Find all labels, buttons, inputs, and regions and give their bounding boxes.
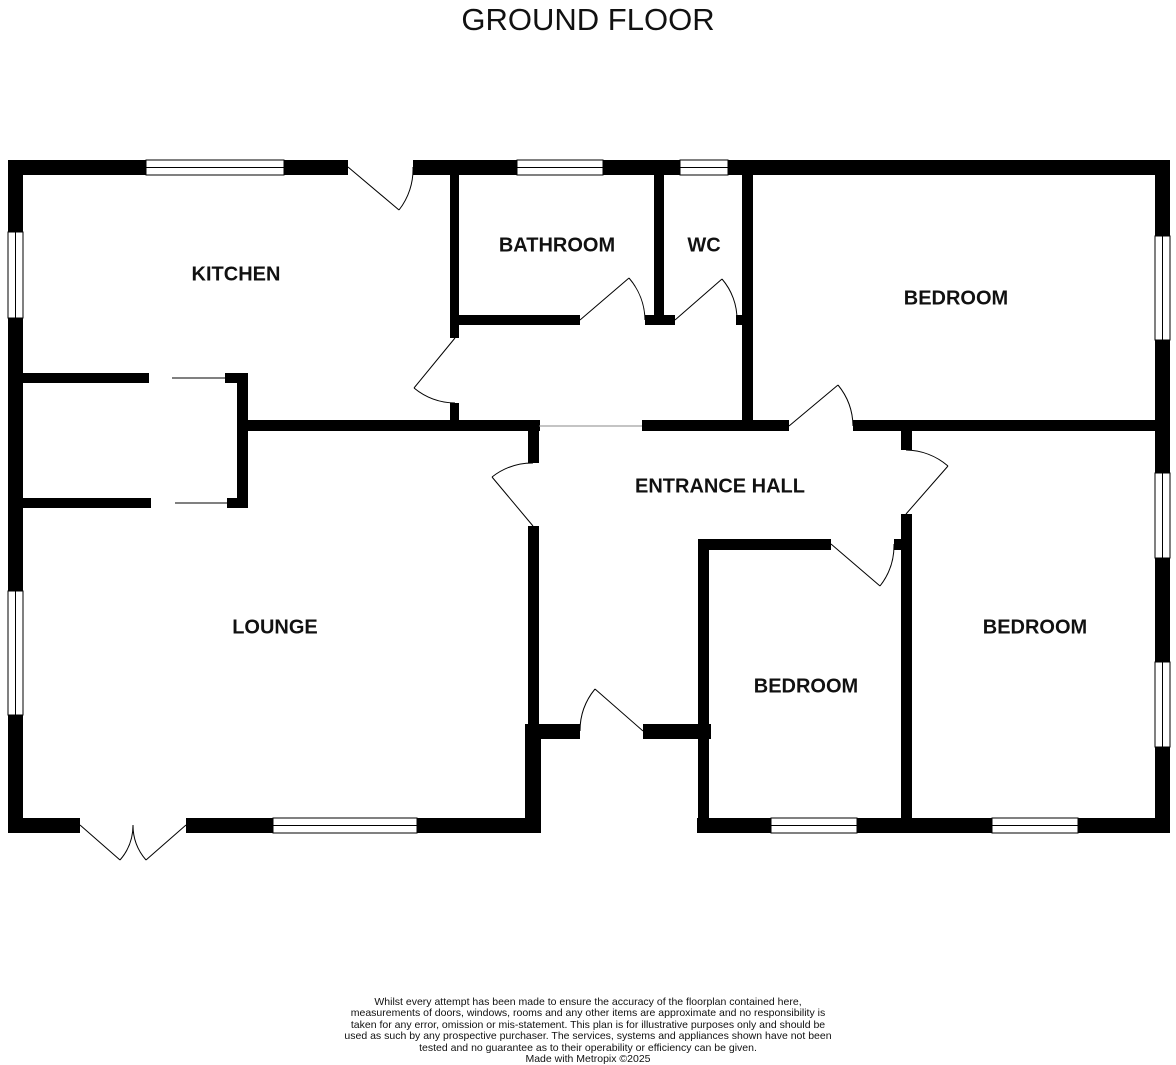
door-kitchen-external (347, 166, 414, 211)
window-glazing (15, 167, 1163, 826)
wall-hall-front-right (643, 724, 711, 739)
room-label-bedroom-2: BEDROOM (754, 675, 858, 697)
windows (7, 159, 1171, 834)
credit-text: Made with Metropix ©2025 (525, 1053, 651, 1065)
door-bathroom (579, 277, 646, 321)
wall-hall-top (642, 420, 789, 431)
room-label-bathroom: BATHROOM (499, 234, 615, 256)
wall-bath-wc (654, 160, 664, 325)
door-bedroom-1 (788, 384, 854, 427)
wall-bed2-bed3 (901, 514, 912, 833)
disclaimer: Whilst every attempt has been made to en… (340, 996, 836, 1065)
wall-wc-stub (736, 315, 753, 325)
door-lounge (491, 462, 534, 527)
wall-wc-bed (742, 160, 753, 430)
walls (8, 160, 1170, 833)
door-lounge-french-right (132, 824, 187, 861)
wall-lounge-hall (528, 526, 539, 833)
room-label-kitchen: KITCHEN (192, 263, 281, 285)
wall-cupboard-right (237, 373, 248, 508)
room-labels: KITCHEN BATHROOM WC BEDROOM ENTRANCE HAL… (192, 234, 1088, 697)
wall-lounge-hall-top (528, 420, 539, 463)
room-label-wc: WC (687, 234, 720, 256)
wall-kitchen-lounge (240, 420, 540, 431)
wall-bottom-bedrooms (697, 818, 1170, 833)
wall-kitchen-bath-lower (450, 403, 459, 430)
wall-bed1-bottom (853, 420, 1170, 431)
door-bedroom-2 (830, 543, 895, 587)
wall-kitchen-bath (450, 160, 459, 338)
door-bedroom-3 (905, 449, 949, 515)
door-front (579, 688, 644, 732)
wall-bed2-top (698, 539, 831, 550)
wall-bath-bottom (450, 315, 580, 325)
wall-cupboard-bottom (8, 498, 151, 508)
wall-lounge-hall-step (525, 724, 541, 833)
disclaimer-text: Whilst every attempt has been made to en… (344, 996, 832, 1054)
wall-hall-front-left (528, 724, 580, 739)
wall-cupboard-bottom-stub (227, 498, 248, 508)
door-kitchen-hall (413, 337, 456, 404)
door-lounge-french-left (79, 824, 134, 861)
room-label-lounge: LOUNGE (232, 616, 318, 638)
wall-bed2-left (698, 539, 709, 833)
floor-title: GROUND FLOOR (461, 2, 715, 37)
door-wc (674, 278, 738, 321)
wall-bottom-lounge-left (8, 818, 80, 833)
doors (79, 166, 949, 861)
room-label-bedroom-1: BEDROOM (904, 287, 1008, 309)
room-label-bedroom-3: BEDROOM (983, 616, 1087, 638)
wall-cupboard-top-stub (225, 373, 248, 383)
wall-bed3-top-stub (901, 420, 912, 450)
room-label-entrance-hall: ENTRANCE HALL (635, 475, 805, 497)
wall-cupboard-top (8, 373, 149, 383)
